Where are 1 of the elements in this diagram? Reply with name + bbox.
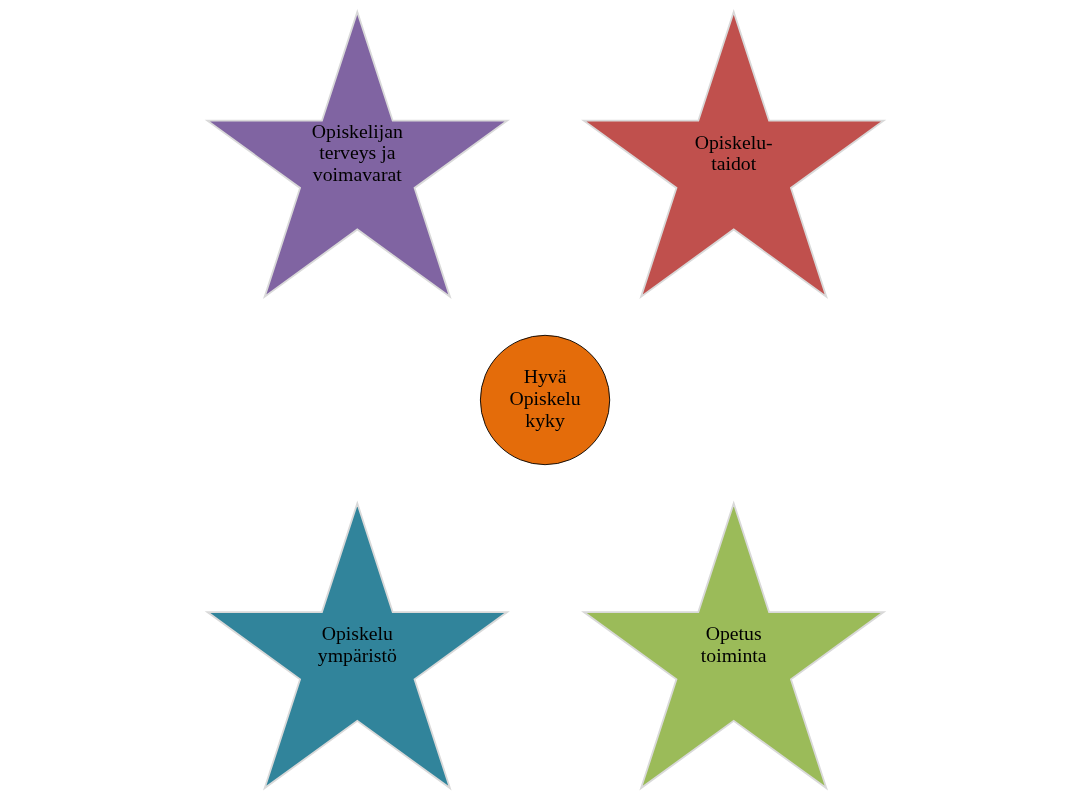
node-circle: Hyvä Opiskelu kyky (479, 334, 611, 466)
